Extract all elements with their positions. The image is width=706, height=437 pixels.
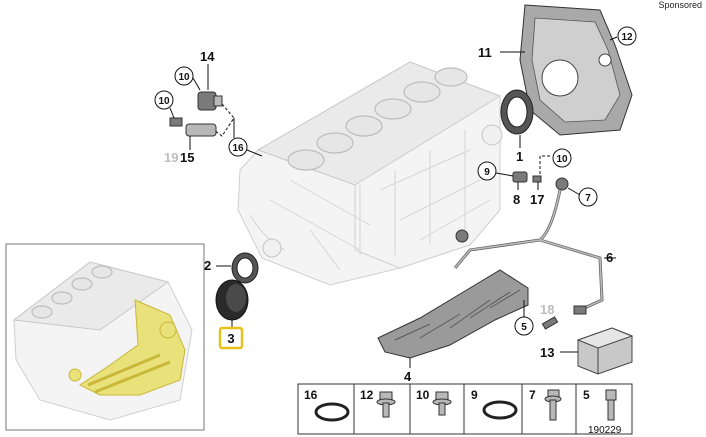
callout-6: 6 xyxy=(606,250,613,265)
callout-15: 15 xyxy=(180,150,194,165)
part-7-knock-sensor xyxy=(555,177,569,191)
legend-socket-screw-icon xyxy=(605,389,617,421)
callout-9: 9 xyxy=(484,167,490,178)
callout-2: 2 xyxy=(204,258,211,273)
callout-19: 19 xyxy=(164,150,178,165)
cylinder-bores xyxy=(287,67,468,171)
callout-10-mid: 10 xyxy=(158,96,170,107)
diagram-code: 190229 xyxy=(588,425,622,436)
callout-7: 7 xyxy=(585,193,591,204)
part-1-shaft-seal xyxy=(500,89,534,135)
callout-12: 12 xyxy=(621,32,633,43)
legend-bolt-icon xyxy=(432,391,452,416)
callout-11: 11 xyxy=(478,45,492,60)
engine-inset xyxy=(5,243,205,431)
legend-9: 9 xyxy=(471,388,478,402)
part-4-heat-shield xyxy=(377,269,529,359)
hardware-legend: 16 12 10 9 7 5 xyxy=(297,383,633,435)
callout-13: 13 xyxy=(540,345,554,360)
legend-5: 5 xyxy=(583,388,590,402)
legend-12: 12 xyxy=(360,388,374,402)
callout-17: 17 xyxy=(530,192,544,207)
legend-ring-icon xyxy=(314,402,350,422)
callout-5: 5 xyxy=(521,322,527,333)
callout-14: 14 xyxy=(200,49,215,64)
callout-10-upper: 10 xyxy=(178,72,190,83)
callout-16: 16 xyxy=(232,143,244,154)
part-11-cover-plate xyxy=(519,4,633,136)
sponsored-label: Sponsored xyxy=(658,0,702,10)
legend-long-bolt-icon xyxy=(544,389,562,421)
inset-highlight xyxy=(79,299,186,396)
callout-4: 4 xyxy=(404,369,412,384)
part-5-bolt xyxy=(541,316,559,330)
engine-block xyxy=(237,61,503,286)
part-3-plug-cap xyxy=(215,279,249,321)
callout-3: 3 xyxy=(227,331,234,346)
legend-16: 16 xyxy=(304,388,318,402)
legend-7: 7 xyxy=(529,388,536,402)
callout-3-highlight xyxy=(218,326,244,350)
callout-18: 18 xyxy=(540,302,554,317)
part-14-sensor xyxy=(197,91,223,111)
callout-1: 1 xyxy=(516,149,523,164)
part-17-connector xyxy=(532,175,542,183)
part-2-seal-ring xyxy=(231,252,259,284)
legend-oring-icon xyxy=(482,400,518,420)
part-8-sensor xyxy=(512,171,528,183)
part-6-wiring-harness xyxy=(453,189,604,315)
part-13-box xyxy=(576,327,634,375)
legend-10: 10 xyxy=(416,388,430,402)
callout-8: 8 xyxy=(513,192,520,207)
callout-10-right: 10 xyxy=(556,154,568,165)
part-15-sensor xyxy=(169,117,217,137)
legend-flange-bolt-icon xyxy=(376,391,396,418)
